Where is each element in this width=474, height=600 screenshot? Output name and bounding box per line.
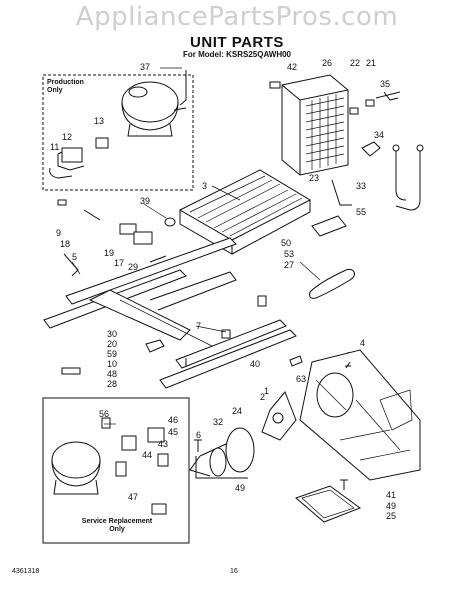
footer-page-number: 16 [230,568,238,575]
callout-label: 26 [322,58,333,68]
callout-label: 11 [50,142,60,152]
callout-label: 47 [128,492,139,502]
callout-label: 49 [386,501,397,511]
callout-label: 18 [60,239,71,249]
tube-23 [331,179,352,206]
callout-label: 45 [168,427,179,437]
callout-label: 37 [140,62,151,72]
callout-label: 50 [281,238,292,248]
callout-label: 17 [114,258,125,268]
mounting-rails [43,237,237,351]
bracket [311,215,347,237]
model-line: For Model: KSRS25QAWH00 [182,50,291,59]
callout-label: 30 [107,329,118,339]
callout-label: 59 [107,349,118,359]
callout-label: 34 [374,130,385,140]
callout-label: 35 [380,79,391,89]
callout-label: 46 [168,415,179,425]
compressor-service [51,417,169,515]
relay-overload [49,137,109,179]
callout-label: 9 [56,228,62,238]
callout-label: 43 [158,439,169,449]
watermark: AppliancePartsPros.com [75,2,399,32]
callout-label: 39 [140,196,151,206]
service-replacement-box [42,397,190,544]
callout-label: 42 [287,62,298,72]
callout-label: 12 [62,132,73,142]
screws [194,361,351,490]
page-title: UNIT PARTS [190,34,284,51]
compressor-production [121,70,187,137]
callout-label: 53 [284,249,295,259]
fan-blade [261,391,297,441]
callout-label: 56 [99,409,110,419]
callout-label: 44 [142,450,153,460]
callout-label: 25 [386,511,397,521]
callout-label: 3 [202,181,208,191]
callout-label: 28 [107,379,118,389]
callout-label: 29 [128,262,139,272]
callout-label: 20 [107,339,118,349]
production-only-label: Production Only [47,79,84,94]
service-replacement-label: Service Replacement Only [81,518,153,533]
callout-label: 1 [264,386,270,396]
callout-label: 10 [107,359,118,369]
callout-label: 23 [309,173,320,183]
callout-label: 41 [386,490,397,500]
callout-label: 55 [356,207,367,217]
drain-pan [295,485,362,523]
callout-label: 32 [213,417,224,427]
fan-shroud [299,349,421,481]
callout-label: 4 [360,338,366,348]
callout-label: 7 [196,321,202,331]
condenser-coil [269,74,349,176]
callout-label: 27 [284,260,295,270]
fan-motor [189,427,255,479]
production-only-box [42,74,194,191]
callout-label: 13 [94,116,105,126]
small-parts-right [349,91,424,211]
leader-lines [71,67,321,425]
callout-label: 49 [235,483,246,493]
callout-label: 40 [250,359,261,369]
callout-label: 22 [350,58,361,68]
callout-label: 21 [366,58,377,68]
callout-label: 48 [107,369,118,379]
drier [309,268,355,299]
callout-label: 19 [104,248,115,258]
callout-label: 6 [196,430,202,440]
callout-label: 2 [260,392,266,402]
callout-label: 63 [296,374,307,384]
callout-label: 24 [232,406,243,416]
base-rail [159,319,297,389]
callout-label: 33 [356,181,367,191]
callout-label: 5 [72,252,78,262]
footer-doc-number: 4361318 [12,568,40,575]
